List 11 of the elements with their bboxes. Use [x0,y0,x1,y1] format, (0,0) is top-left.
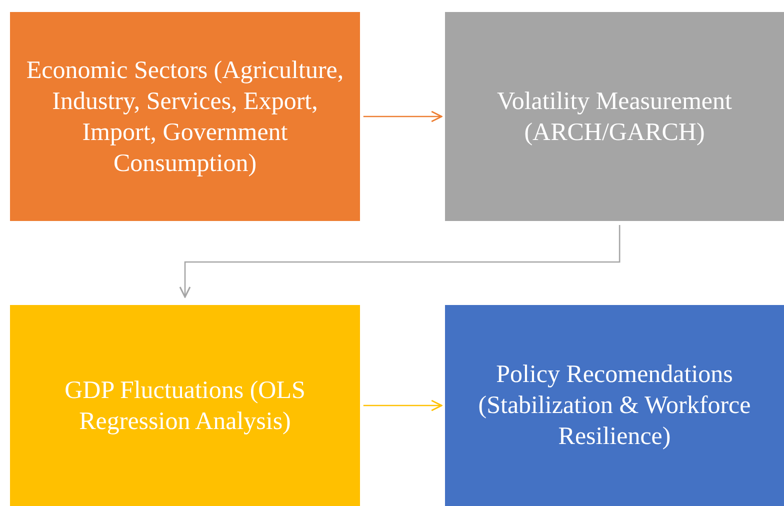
process-box [10,305,360,506]
process-box [445,12,784,221]
arrow [179,225,620,298]
box-label: GDP Fluctuations (OLS Regression Analysis) [64,376,306,436]
arrow [363,110,442,122]
box-label: Volatility Measurement (ARCH/GARCH) [496,86,733,148]
process-box [445,305,784,506]
arrow [363,400,442,412]
box-label: Policy Recomendations (Stabilization & Workforce Resilience) [477,360,752,452]
box-label: Economic Sectors (Agriculture, Industry, Services, Export, Import, Government Consumption) [25,56,345,178]
process-box [10,12,360,221]
